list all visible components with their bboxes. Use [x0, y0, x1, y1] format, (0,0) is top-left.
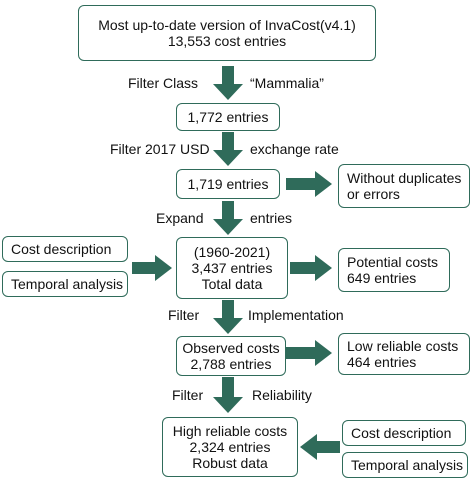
low-reliable-node: Low reliable costs 464 entries	[338, 333, 470, 375]
step2-right-label: exchange rate	[250, 141, 339, 157]
step5-left-label: Filter	[172, 387, 204, 403]
observed-node: Observed costs 2,788 entries	[176, 336, 286, 376]
high-line2: 2,324 entries	[189, 438, 271, 455]
potential-line2: 649 entries	[347, 270, 417, 286]
expanded-line2: 3,437 entries	[191, 259, 273, 276]
potential-costs-node: Potential costs 649 entries	[338, 248, 450, 292]
arrow-down-5	[213, 377, 243, 413]
observed-line2: 2,788 entries	[190, 356, 272, 372]
without-dup-line2: or errors	[347, 186, 400, 202]
arrow-down-2	[213, 132, 243, 166]
arrow-left-right-group	[300, 434, 340, 460]
without-dup-line1: Without duplicates	[347, 169, 462, 186]
mammalia-node: 1,772 entries	[176, 103, 280, 131]
arrow-right-left-group	[132, 255, 172, 281]
high-line1: High reliable costs	[172, 422, 288, 439]
expanded-node: (1960-2021) 3,437 entries Total data	[176, 237, 288, 299]
temporal-analysis-right-node: Temporal analysis	[342, 452, 468, 478]
arrow-right-1	[286, 171, 332, 197]
usd-line1: 1,719 entries	[187, 175, 269, 192]
temporal-left-line1: Temporal analysis	[11, 275, 124, 292]
expanded-line1: (1960-2021)	[193, 243, 271, 260]
step3-left-label: Expand	[156, 210, 204, 226]
high-reliable-node: High reliable costs 2,324 entries Robust…	[162, 417, 298, 477]
arrow-right-2	[290, 255, 332, 281]
low-line1: Low reliable costs	[347, 337, 459, 354]
without-duplicates-node: Without duplicates or errors	[338, 164, 470, 208]
step1-left-label: Filter Class	[128, 75, 199, 91]
arrow-down-3	[213, 201, 243, 235]
potential-line1: Potential costs	[347, 253, 439, 270]
temporal-right-line1: Temporal analysis	[351, 456, 464, 473]
step4-right-label: Implementation	[248, 307, 344, 323]
source-node: Most up-to-date version of InvaCost(v4.1…	[78, 5, 376, 61]
source-line2: 13,553 cost entries	[167, 33, 287, 49]
arrow-down-4	[213, 300, 243, 334]
cost-desc-right-line1: Cost description	[351, 424, 452, 441]
mammalia-line1: 1,772 entries	[187, 108, 269, 125]
observed-line1: Observed costs	[182, 339, 280, 356]
arrow-right-3	[286, 340, 332, 366]
high-line3: Robust data	[192, 455, 268, 472]
cost-desc-left-line1: Cost description	[11, 240, 112, 257]
source-line1: Most up-to-date version of InvaCost(v4.1…	[98, 16, 356, 33]
low-line2: 464 entries	[347, 354, 417, 370]
step4-left-label: Filter	[168, 307, 200, 323]
step1-right-label: “Mammalia”	[250, 75, 324, 91]
cost-description-left-node: Cost description	[2, 236, 128, 262]
step5-right-label: Reliability	[252, 387, 312, 403]
arrow-down-1	[213, 66, 243, 100]
cost-description-right-node: Cost description	[342, 420, 466, 446]
step3-right-label: entries	[250, 210, 293, 226]
step2-left-label: Filter 2017 USD	[110, 141, 210, 157]
expanded-line3: Total data	[201, 276, 263, 293]
temporal-analysis-left-node: Temporal analysis	[2, 271, 128, 297]
usd-node: 1,719 entries	[176, 169, 280, 199]
